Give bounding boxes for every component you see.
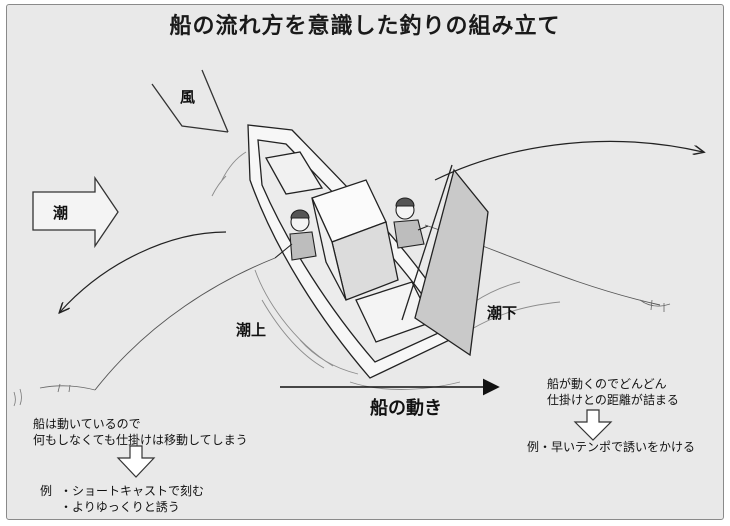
wind-label: 風 bbox=[180, 88, 196, 106]
left-down-arrow bbox=[116, 445, 156, 478]
tide-arrow bbox=[32, 175, 119, 249]
page-title: 船の流れ方を意識した釣りの組み立て bbox=[169, 14, 561, 39]
boat-sail bbox=[401, 164, 489, 357]
right-example: 例・早いテンポで誘いをかける bbox=[527, 440, 696, 454]
left-example-prefix: 例 bbox=[40, 484, 53, 498]
angler-downstream bbox=[393, 197, 429, 249]
right-note: 船が動くのでどんどん 仕掛けとの距離が詰まる bbox=[547, 376, 679, 408]
upstream-label: 潮上 bbox=[236, 321, 267, 339]
left-example-list: ・ショートキャストで刻む ・よりゆっくりと誘う bbox=[60, 483, 204, 515]
left-note-line1: 船は動いているので bbox=[33, 417, 141, 431]
boat bbox=[247, 124, 461, 379]
boat-motion-label: 船の動き bbox=[370, 398, 442, 419]
left-note-line2: 何もしなくても仕掛けは移動してしまう bbox=[33, 433, 248, 447]
upstream-fishing-line bbox=[94, 257, 276, 391]
right-note-line1: 船が動くのでどんどん bbox=[547, 377, 667, 391]
angler-upstream bbox=[274, 209, 317, 261]
left-note: 船は動いているので 何もしなくても仕掛けは移動してしまう bbox=[33, 416, 248, 448]
left-example-1: ・ショートキャストで刻む bbox=[60, 484, 205, 498]
left-example-2: ・よりゆっくりと誘う bbox=[60, 500, 180, 514]
right-down-arrow bbox=[573, 409, 613, 441]
tide-label: 潮 bbox=[53, 204, 69, 222]
upstream-cast-line bbox=[60, 231, 227, 312]
right-note-line2: 仕掛けとの距離が詰まる bbox=[547, 393, 679, 407]
downstream-cast-line bbox=[434, 140, 703, 181]
downstream-label: 潮下 bbox=[487, 304, 518, 322]
wind-arrow bbox=[151, 69, 229, 133]
